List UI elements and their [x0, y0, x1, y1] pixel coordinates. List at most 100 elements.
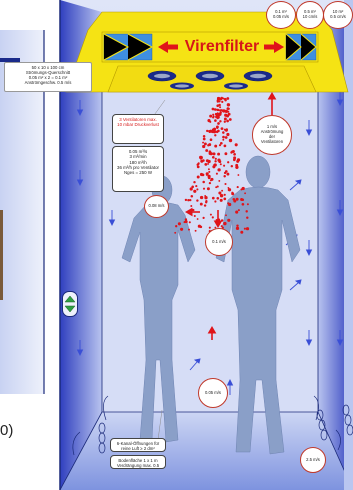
aerosol-dot: [194, 215, 196, 217]
aerosol-dot: [244, 228, 246, 230]
aerosol-dot: [214, 145, 217, 148]
center-velocity-bubble: 0.1 m/s: [205, 228, 233, 256]
aerosol-dot: [212, 216, 214, 218]
aerosol-dot: [237, 174, 239, 176]
aerosol-dot: [209, 227, 211, 229]
aerosol-dot: [224, 145, 227, 148]
aerosol-dot: [240, 198, 243, 201]
aerosol-dot: [198, 162, 200, 164]
aerosol-dot: [222, 98, 224, 100]
aerosol-dot: [233, 159, 235, 161]
aerosol-dot: [229, 139, 232, 142]
aerosol-dot: [226, 133, 229, 136]
aerosol-dot: [206, 130, 208, 132]
aerosol-dot: [212, 152, 215, 155]
aerosol-dot: [212, 197, 215, 200]
aerosol-dot: [228, 203, 231, 206]
aerosol-dot: [217, 122, 220, 125]
aerosol-dot: [212, 165, 215, 168]
aerosol-dot: [203, 217, 205, 219]
up-down-toggle-icon[interactable]: [62, 291, 78, 317]
aerosol-dot: [205, 149, 208, 152]
aerosol-dot: [216, 113, 218, 115]
side-velocity-bubble: 0.08 m/s: [144, 195, 169, 218]
aerosol-dot: [233, 200, 236, 203]
aerosol-dot: [204, 195, 206, 197]
aerosol-dot: [225, 99, 227, 101]
aerosol-dot: [235, 166, 238, 169]
aerosol-dot: [207, 144, 209, 146]
aerosol-dot: [208, 168, 210, 170]
top-bubble-1: 0.1 m² 0.05 m/s: [266, 1, 296, 29]
aerosol-dot: [193, 181, 195, 183]
outflow-bubble: 1 m/s Anströmung der Ventilatoren: [252, 115, 292, 155]
aerosol-dot: [227, 219, 230, 222]
aerosol-dot: [220, 199, 223, 202]
aerosol-dot: [216, 104, 219, 107]
aerosol-dot: [223, 198, 226, 201]
aerosol-dot: [236, 224, 238, 226]
aerosol-dot: [223, 175, 225, 177]
aerosol-dot: [219, 144, 221, 146]
aerosol-dot: [202, 142, 204, 144]
aerosol-dot: [217, 186, 219, 188]
aerosol-dot: [236, 227, 239, 230]
aerosol-dot: [204, 204, 206, 206]
aerosol-dot: [244, 192, 246, 194]
aerosol-dot: [220, 163, 222, 165]
aerosol-dot: [217, 100, 219, 102]
aerosol-dot: [223, 165, 225, 167]
aerosol-dot: [196, 199, 198, 201]
aerosol-dot: [228, 188, 231, 191]
aerosol-dot: [207, 160, 210, 163]
bottom-info-box-1: 6-Kanal-Öffnungen für reine Luft ≥ 2 dm²: [110, 438, 166, 452]
aerosol-dot: [224, 117, 227, 120]
aerosol-dot: [220, 194, 223, 197]
aerosol-dot: [210, 214, 212, 216]
aerosol-dot: [212, 129, 214, 131]
aerosol-dot: [227, 111, 229, 113]
aerosol-dot: [212, 156, 215, 159]
aerosol-dot: [216, 197, 219, 200]
aerosol-dot: [218, 180, 220, 182]
aerosol-dot: [219, 120, 221, 122]
aerosol-dot: [215, 158, 217, 160]
aerosol-dot: [216, 130, 219, 133]
aerosol-dot: [246, 216, 248, 218]
aerosol-dot: [206, 174, 208, 176]
aerosol-dot: [228, 108, 230, 110]
aerosol-dot: [225, 170, 228, 173]
aerosol-dot: [226, 173, 229, 176]
aerosol-dot: [233, 156, 236, 159]
aerosol-dot: [217, 168, 220, 171]
aerosol-dot: [202, 181, 205, 184]
aerosol-dot: [175, 225, 177, 227]
aerosol-dot: [208, 171, 210, 173]
aerosol-dot: [196, 188, 198, 190]
left-panel-specs: 50 x 10 x 100 cm Strömungs-Querschnitt 0…: [4, 62, 92, 92]
top-bubble-2: 0.5 m² 10 cm/s: [296, 1, 324, 29]
aerosol-dot: [222, 136, 225, 139]
aerosol-dot: [219, 106, 221, 108]
aerosol-dot: [207, 163, 209, 165]
aerosol-dot: [214, 119, 217, 122]
specs-box: 0.05 m³/s 3 m³/min 180 m³/h 36 m³/h pro …: [112, 146, 164, 192]
aerosol-dot: [222, 139, 224, 141]
left-panel-trailing-text: 0): [0, 422, 14, 439]
aerosol-dot: [200, 173, 203, 176]
aerosol-dot: [212, 116, 214, 118]
aerosol-dot: [209, 115, 212, 118]
aerosol-dot: [224, 121, 226, 123]
aerosol-dot: [215, 115, 218, 118]
fan-info-box: 3 Ventilatoren max. 10 mbar Druckverlust: [112, 114, 164, 144]
aerosol-dot: [216, 127, 218, 129]
aerosol-dot: [203, 138, 206, 141]
aerosol-dot: [246, 227, 249, 230]
aerosol-dot: [224, 194, 226, 196]
aerosol-dot: [227, 103, 230, 106]
aerosol-dot: [185, 220, 188, 223]
aerosol-dot: [197, 166, 200, 169]
aerosol-dot: [224, 183, 226, 185]
aerosol-dot: [220, 98, 223, 101]
aerosol-dot: [225, 129, 228, 132]
